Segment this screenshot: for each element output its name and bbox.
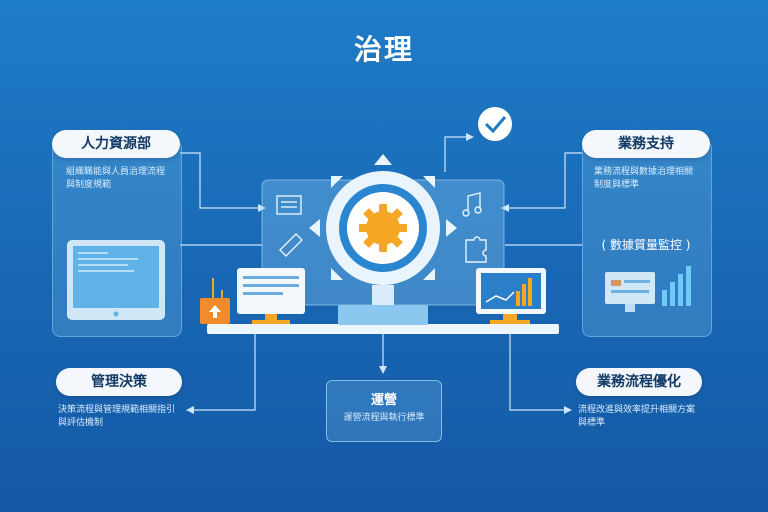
- check-icon: [478, 107, 512, 141]
- label-bottom-left: 管理決策: [56, 368, 182, 396]
- pencil-icon: [279, 233, 303, 257]
- wire-tr: [505, 152, 582, 209]
- puzzle-icon: [465, 236, 487, 263]
- gear-hub: [309, 154, 457, 285]
- document-icon-a: [276, 195, 302, 215]
- up-arrow-icon: [209, 305, 221, 318]
- text-bottom-right: 流程改進與效率提升相關方案與標準: [578, 405, 696, 428]
- label-bottom-center: 運營: [370, 393, 397, 408]
- panel-bottom-center: 運營 運營流程與執行標準: [326, 380, 442, 442]
- wire-br: [509, 334, 568, 411]
- sublabel-top-right: ( 數據質量監控 ): [601, 238, 691, 252]
- left-monitor: [237, 268, 305, 324]
- label-bottom-right: 業務流程優化: [576, 368, 702, 396]
- bar-chart-icon: [605, 266, 691, 312]
- panel-top-left: [52, 140, 182, 337]
- text-bottom-center: 運營流程與執行標準: [343, 413, 425, 423]
- text-top-right: 業務流程與數據治理相關制度與標準: [594, 167, 694, 190]
- label-top-right: 業務支持: [582, 130, 710, 158]
- music-icon: [467, 192, 481, 212]
- clipboard-icon: [200, 278, 230, 324]
- text-top-left: 組織職能與人員治理流程與制度規範: [66, 167, 166, 190]
- panel-top-right: [582, 140, 712, 337]
- page-title: 治理: [353, 33, 414, 66]
- wire-tl: [180, 152, 262, 209]
- tablet-device: [67, 240, 165, 320]
- right-monitor: [476, 268, 546, 324]
- gear-icon: [359, 204, 407, 252]
- text-bottom-left: 決策流程與管理規範相關指引與評估機制: [58, 405, 176, 428]
- platform-base: [207, 324, 559, 334]
- wire-check: [444, 136, 470, 172]
- wire-bl: [190, 334, 256, 411]
- label-top-left: 人力資源部: [52, 130, 180, 158]
